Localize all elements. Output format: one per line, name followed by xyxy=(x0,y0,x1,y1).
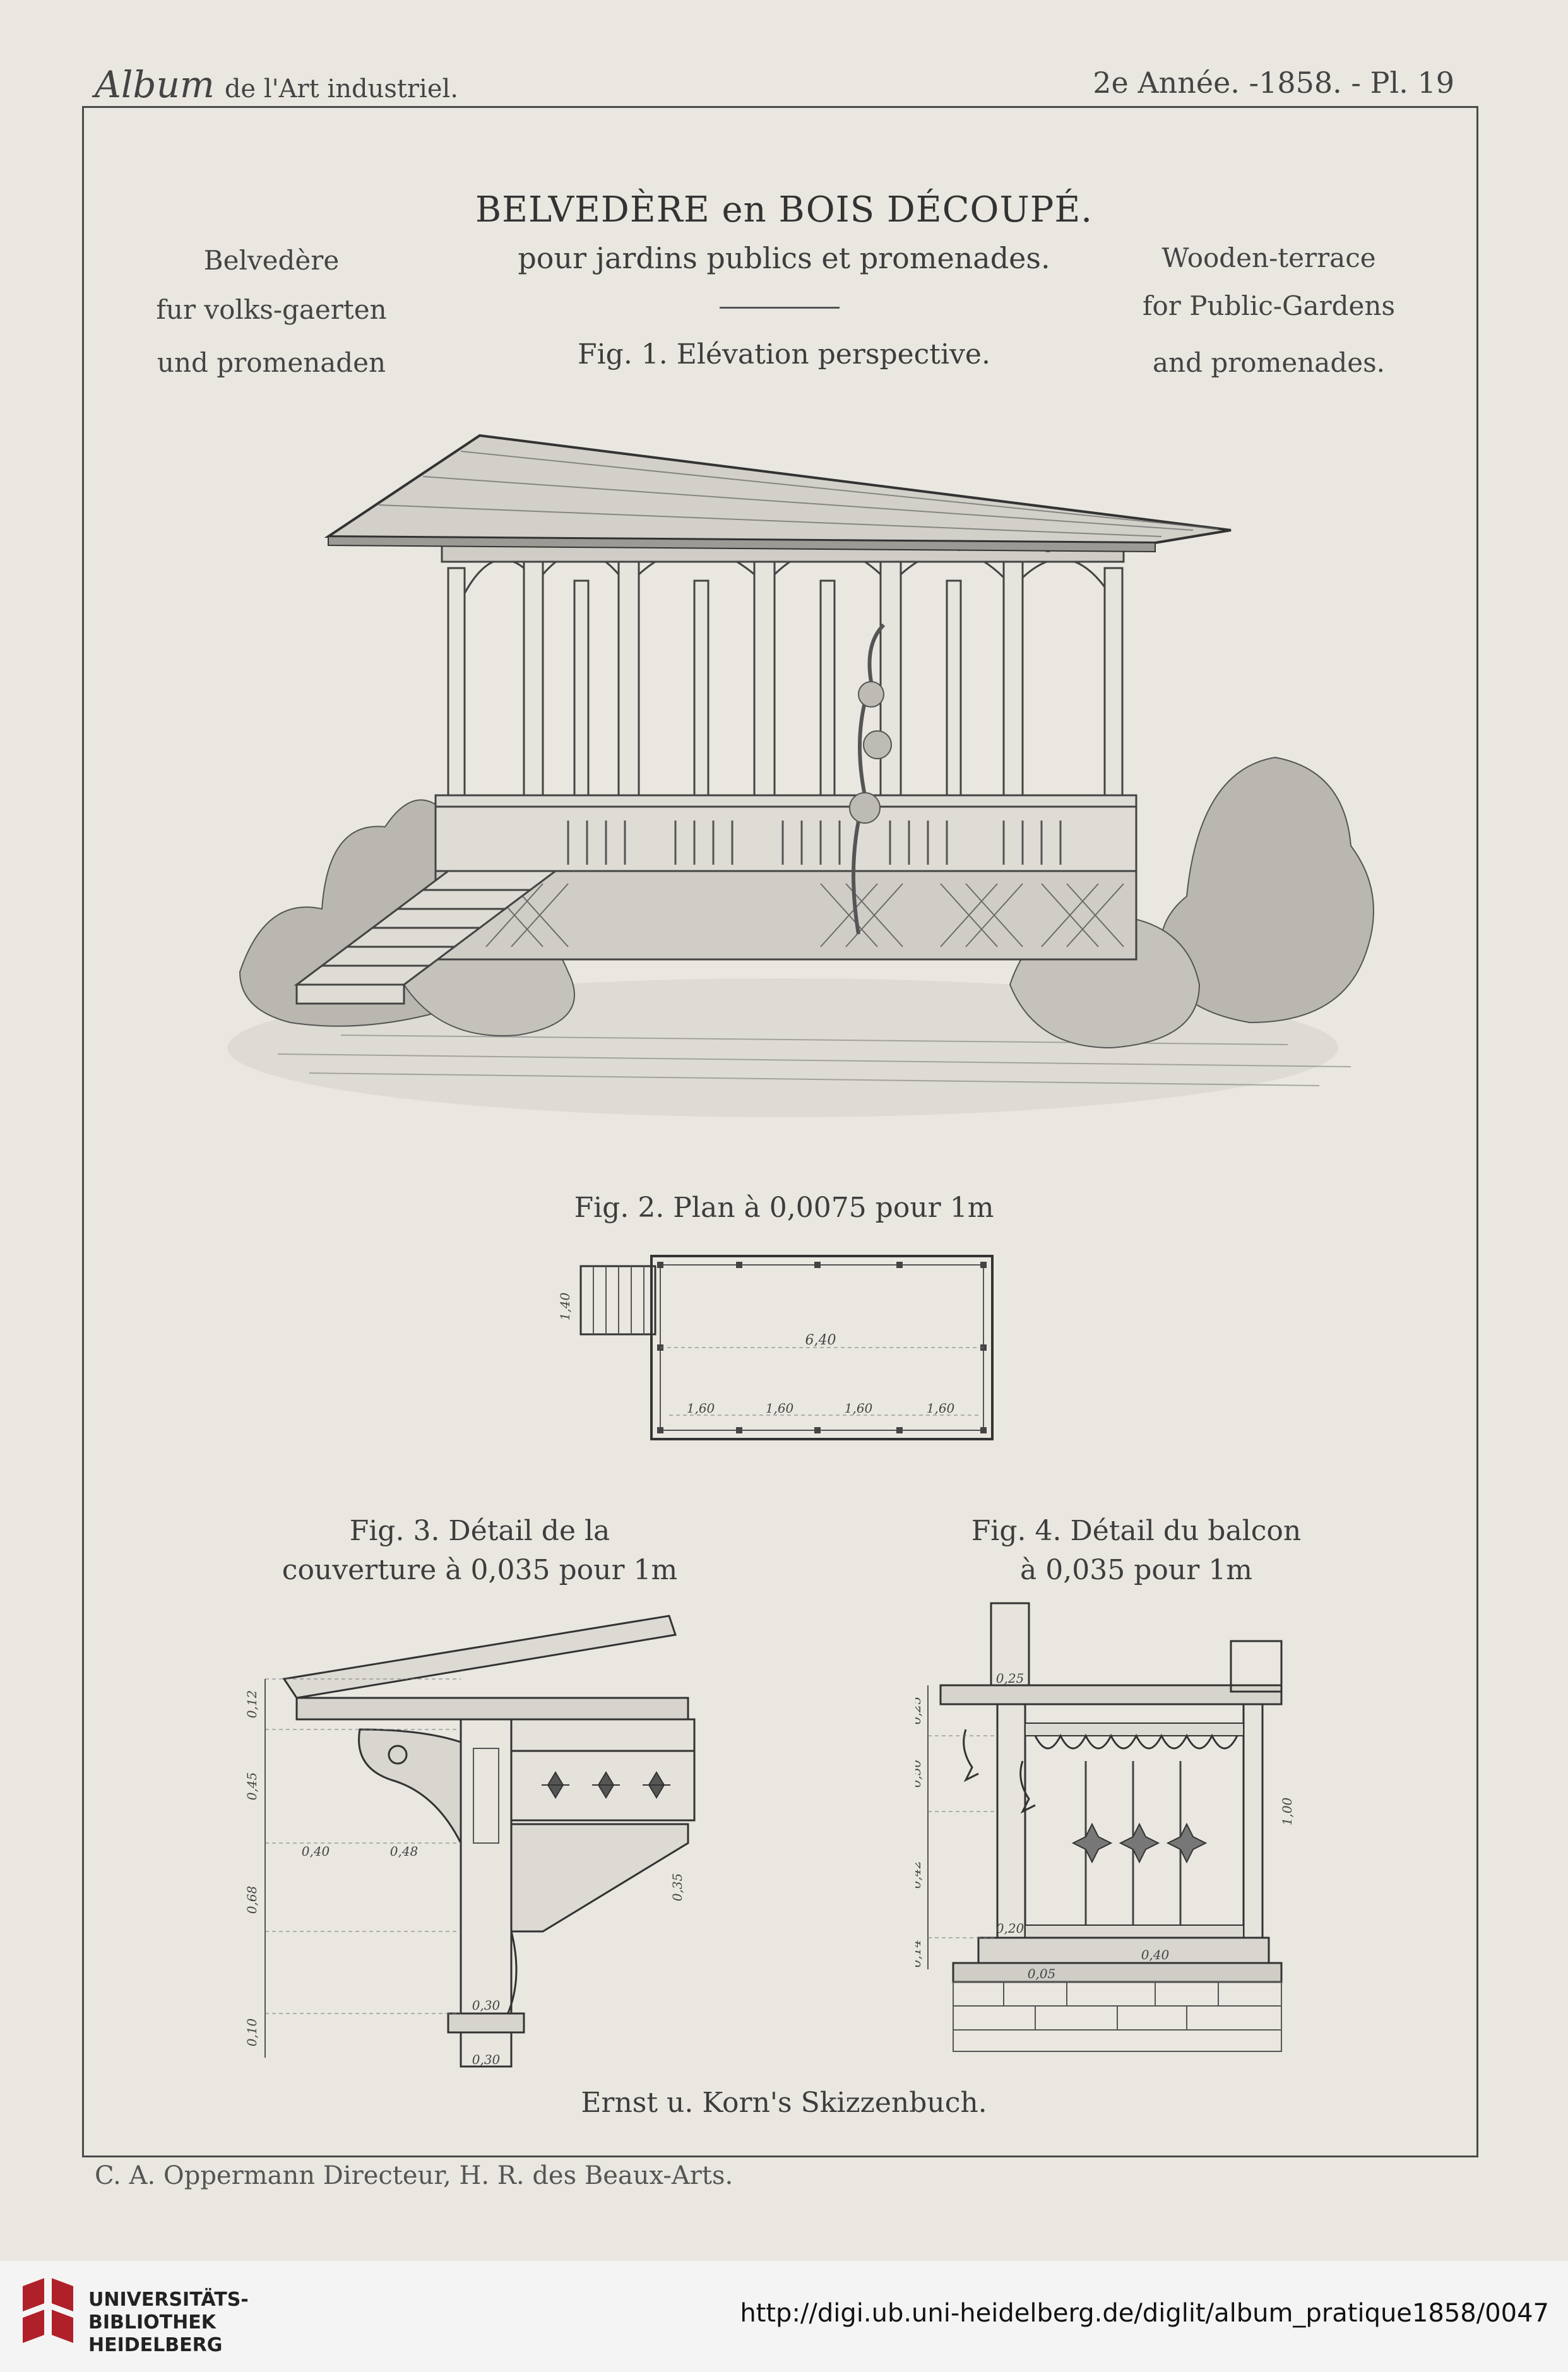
plan-stair-label: 1,40 xyxy=(557,1292,573,1320)
library-name-line: BIBLIOTHEK xyxy=(88,2311,216,2333)
title-rule xyxy=(720,307,840,309)
roof-dim-label: 0,68 xyxy=(246,1886,259,1914)
fig1-caption: Fig. 1. Elévation perspective. xyxy=(578,338,990,371)
roof-dim-label: 0,30 xyxy=(472,2052,501,2067)
fig2-caption: Fig. 2. Plan à 0,0075 pour 1m xyxy=(574,1192,994,1224)
plan-span-label: 1,60 xyxy=(845,1401,873,1416)
english-title-1: Wooden-terrace xyxy=(1161,242,1376,273)
library-name: UNIVERSITÄTS- BIBLIOTHEK HEIDELBERG xyxy=(88,2289,249,2357)
balcony-dim-label: 0,40 xyxy=(1141,1947,1170,1962)
plan-span-label: 1,60 xyxy=(687,1401,715,1416)
plate-subtitle: pour jardins publics et promenades. xyxy=(518,241,1050,275)
roof-detail-drawing: 0,12 0,45 0,40 0,48 0,68 0,30 0,35 0,10 … xyxy=(246,1615,696,2068)
plate-number: 2e Année. -1858. - Pl. 19 xyxy=(1093,66,1454,100)
german-title-1: Belvedère xyxy=(203,245,340,276)
plan-length-label: 6,40 xyxy=(805,1332,836,1348)
journal-title-rest: de l'Art industriel. xyxy=(224,74,459,104)
library-name-line: HEIDELBERG xyxy=(88,2334,223,2356)
balcony-dim-label: 0,25 xyxy=(996,1671,1025,1686)
fig3-caption-line2: couverture à 0,035 pour 1m xyxy=(282,1554,678,1586)
balcony-dim-label: 0,20 xyxy=(996,1921,1025,1936)
document-url-link[interactable]: http://digi.ub.uni-heidelberg.de/diglit/… xyxy=(740,2299,1549,2328)
english-title-2: for Public-Gardens xyxy=(1142,290,1396,321)
library-name-line: UNIVERSITÄTS- xyxy=(88,2289,249,2311)
plate-frame xyxy=(82,106,1478,2157)
fig4-caption-line2: à 0,035 pour 1m xyxy=(1020,1554,1252,1586)
balcony-dim-label: 0,50 xyxy=(915,1759,924,1788)
german-title-3: und promenaden xyxy=(157,347,386,378)
roof-dim-label: 0,45 xyxy=(246,1772,259,1801)
balcony-detail-drawing: 0,25 0,25 0,50 0,42 0,14 0,20 0,05 0,40 … xyxy=(915,1602,1295,2052)
library-logo-icon xyxy=(23,2277,73,2359)
balcony-dim-label: 0,05 xyxy=(1028,1966,1056,1981)
plate-title: BELVEDÈRE en BOIS DÉCOUPÉ. xyxy=(475,189,1093,230)
balcony-dim-label: 1,00 xyxy=(1280,1797,1295,1825)
floor-plan: 6,40 1,40 1,60 1,60 1,60 1,60 xyxy=(557,1255,994,1440)
roof-dim-label: 0,10 xyxy=(246,2018,259,2046)
plan-span-label: 1,60 xyxy=(927,1401,955,1416)
pavilion-illustration xyxy=(227,434,1374,1117)
journal-title: Album de l'Art industriel. xyxy=(95,63,458,106)
roof-dim-label: 0,48 xyxy=(390,1844,419,1859)
roof-dim-label: 0,40 xyxy=(302,1844,330,1859)
library-band: UNIVERSITÄTS- BIBLIOTHEK HEIDELBERG http… xyxy=(0,2261,1568,2372)
english-title-3: and promenades. xyxy=(1153,347,1385,378)
roof-dim-label: 0,35 xyxy=(670,1873,685,1902)
publisher-credit: C. A. Oppermann Directeur, H. R. des Bea… xyxy=(95,2161,734,2190)
source-note: Ernst u. Korn's Skizzenbuch. xyxy=(581,2087,987,2119)
balcony-dim-label: 0,25 xyxy=(915,1697,924,1725)
roof-dim-label: 0,30 xyxy=(472,1998,501,2013)
journal-title-main: Album xyxy=(95,63,215,106)
fig3-caption-line1: Fig. 3. Détail de la xyxy=(349,1515,610,1547)
german-title-2: fur volks-gaerten xyxy=(156,294,387,325)
balcony-dim-label: 0,14 xyxy=(915,1940,924,1968)
roof-dim-label: 0,12 xyxy=(246,1690,259,1719)
plan-span-label: 1,60 xyxy=(766,1401,794,1416)
fig4-caption-line1: Fig. 4. Détail du balcon xyxy=(971,1515,1302,1547)
balcony-dim-label: 0,42 xyxy=(915,1861,924,1889)
